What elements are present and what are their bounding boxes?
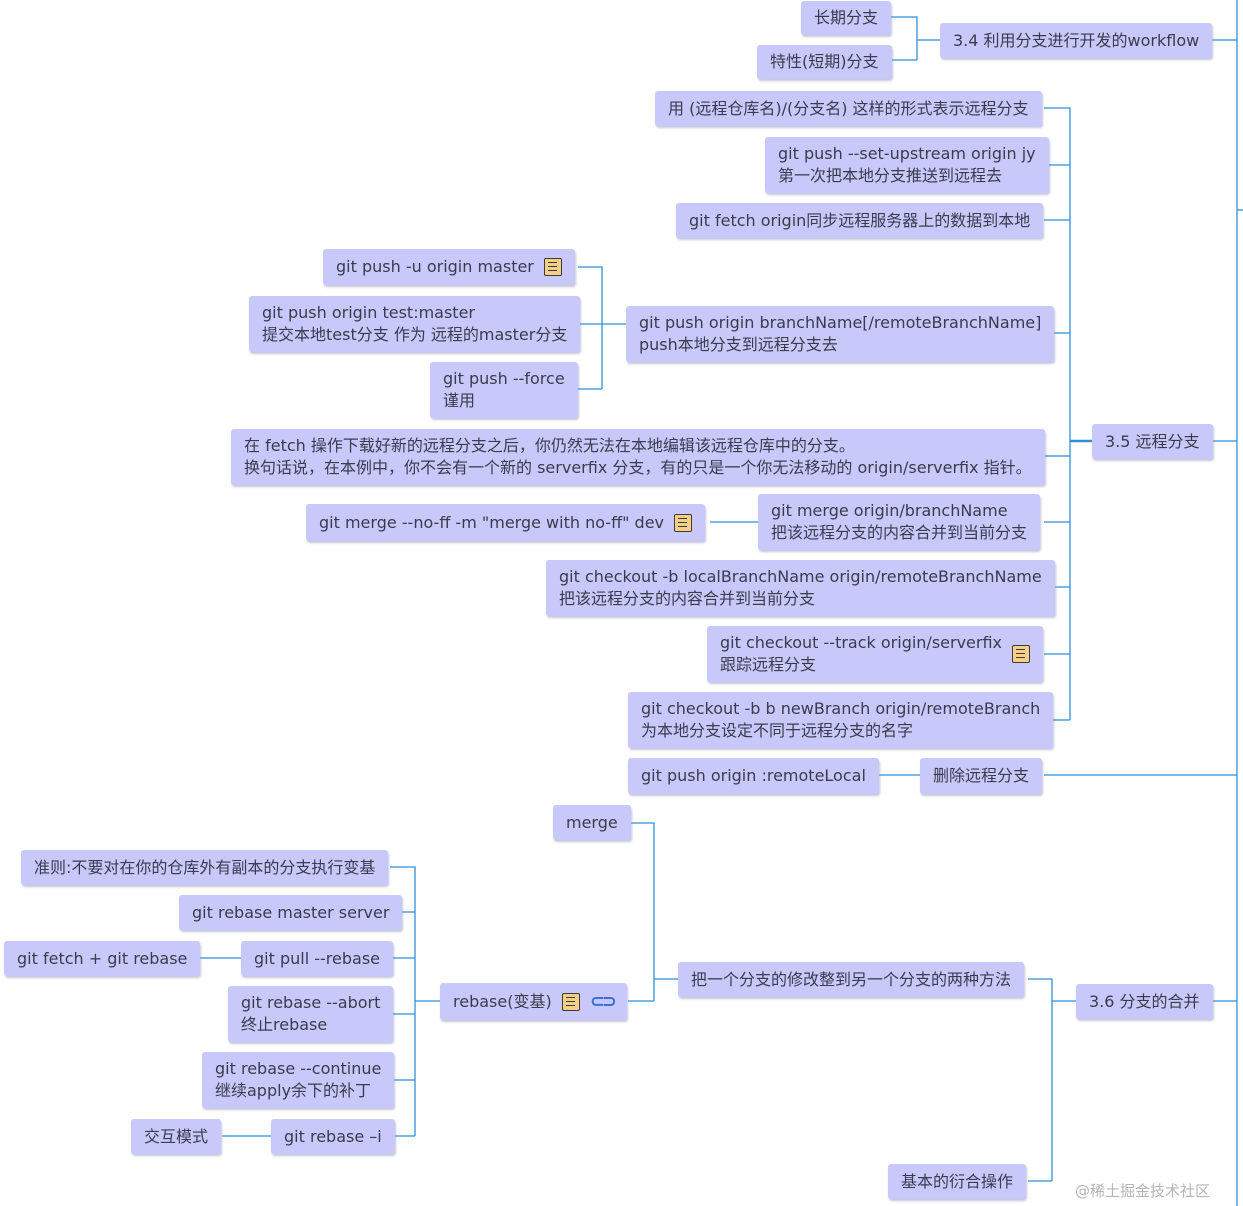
node-label: 把一个分支的修改整到另一个分支的两种方法 [691, 969, 1012, 989]
node-merge[interactable]: merge [553, 805, 631, 840]
node-line-1: git push origin branchName[/remoteBranch… [639, 313, 1042, 332]
node-merge-origin[interactable]: git merge origin/branchName 把该远程分支的内容合并到当… [758, 494, 1041, 550]
node-two-methods[interactable]: 把一个分支的修改整到另一个分支的两种方法 [678, 962, 1025, 997]
node-rebase-continue[interactable]: git rebase --continue 继续apply余下的补丁 [202, 1052, 395, 1108]
node-line-1: git rebase --continue [215, 1059, 382, 1078]
node-label: rebase(变基) [453, 991, 552, 1011]
node-label: 基本的衍合操作 [901, 1171, 1014, 1191]
node-basic-rebase[interactable]: 基本的衍合操作 [888, 1164, 1027, 1199]
node-line-1: git checkout --track origin/serverfix [720, 633, 1003, 652]
node-line-2: 为本地分支设定不同于远程分支的名字 [641, 721, 914, 740]
node-label: git fetch + git rebase [17, 948, 188, 968]
link-icon[interactable]: ⊂⊃ [589, 990, 617, 1012]
node-label: git rebase master server [192, 902, 390, 922]
node-long-term-branch[interactable]: 长期分支 [801, 1, 892, 35]
note-icon[interactable] [674, 513, 693, 532]
node-label: git fetch origin同步远程服务器上的数据到本地 [689, 210, 1031, 230]
node-line-2: 谨用 [443, 391, 476, 410]
node-line-1: git push --force [443, 369, 565, 388]
node-merge-no-ff[interactable]: git merge --no-ff -m "merge with no-ff" … [306, 504, 706, 541]
node-label: 3.6 分支的合并 [1089, 991, 1200, 1011]
node-push-test-master[interactable]: git push origin test:master 提交本地test分支 作为… [249, 296, 581, 352]
node-line-2: 终止rebase [241, 1015, 328, 1034]
node-push-remote-local[interactable]: git push origin :remoteLocal [628, 758, 879, 794]
node-delete-remote[interactable]: 删除远程分支 [920, 758, 1043, 794]
node-push-force[interactable]: git push --force 谨用 [430, 362, 578, 418]
node-label: merge [566, 812, 618, 832]
node-fetch-plus-rebase[interactable]: git fetch + git rebase [4, 941, 201, 976]
node-line-2: 把该远程分支的内容合并到当前分支 [771, 523, 1028, 542]
node-rebase-rule[interactable]: 准则:不要对在你的仓库外有副本的分支执行变基 [21, 850, 389, 885]
node-label: 用 (远程仓库名)/(分支名) 这样的形式表示远程分支 [668, 98, 1029, 118]
node-line-1: git merge origin/branchName [771, 501, 1008, 520]
node-feature-branch[interactable]: 特性(短期)分支 [757, 45, 892, 79]
node-rebase-abort[interactable]: git rebase --abort 终止rebase [228, 986, 394, 1042]
node-line-1: 在 fetch 操作下载好新的远程分支之后，你仍然无法在本地编辑该远程仓库中的分… [244, 436, 855, 455]
node-line-2: 跟踪远程分支 [720, 655, 817, 674]
node-line-1: git push --set-upstream origin jy [778, 144, 1036, 163]
node-label: git push origin :remoteLocal [641, 766, 866, 785]
note-icon[interactable] [1012, 645, 1031, 663]
node-rebase[interactable]: rebase(变基) ⊂⊃ [440, 983, 627, 1020]
node-checkout-track[interactable]: git checkout --track origin/serverfix 跟踪远… [707, 626, 1044, 682]
node-label: git pull --rebase [254, 948, 380, 968]
node-label: 3.4 利用分支进行开发的workflow [953, 30, 1200, 50]
node-label: git merge --no-ff -m "merge with no-ff" … [319, 512, 665, 532]
node-line-2: 换句话说，在本例中，你不会有一个新的 serverfix 分支，有的只是一个你无… [244, 458, 1032, 477]
note-icon[interactable] [543, 258, 562, 276]
watermark: @稀土掘金技术社区 [1075, 1182, 1211, 1200]
note-icon[interactable] [561, 992, 580, 1011]
node-git-fetch[interactable]: git fetch origin同步远程服务器上的数据到本地 [676, 203, 1044, 238]
node-label: 3.5 远程分支 [1105, 431, 1200, 451]
node-push-branchname[interactable]: git push origin branchName[/remoteBranch… [626, 306, 1055, 362]
node-line-2: 提交本地test分支 作为 远程的master分支 [262, 325, 568, 344]
node-fetch-note[interactable]: 在 fetch 操作下载好新的远程分支之后，你仍然无法在本地编辑该远程仓库中的分… [231, 429, 1045, 485]
node-label: 特性(短期)分支 [770, 52, 879, 71]
node-label: git rebase –i [284, 1126, 382, 1146]
node-3-6-merge[interactable]: 3.6 分支的合并 [1076, 984, 1213, 1019]
node-line-2: 把该远程分支的内容合并到当前分支 [559, 589, 816, 608]
node-remote-naming[interactable]: 用 (远程仓库名)/(分支名) 这样的形式表示远程分支 [655, 91, 1042, 126]
node-line-2: 第一次把本地分支推送到远程去 [778, 166, 1003, 185]
node-checkout-b-local[interactable]: git checkout -b localBranchName origin/r… [546, 560, 1055, 616]
node-label: 交互模式 [144, 1126, 209, 1146]
node-label: 删除远程分支 [933, 766, 1030, 785]
node-set-upstream[interactable]: git push --set-upstream origin jy 第一次把本地分… [765, 137, 1049, 193]
node-label: 长期分支 [814, 8, 879, 27]
node-line-1: git checkout -b b newBranch origin/remot… [641, 699, 1041, 718]
node-interactive-mode[interactable]: 交互模式 [131, 1119, 222, 1154]
node-line-2: 继续apply余下的补丁 [215, 1081, 372, 1100]
node-pull-rebase[interactable]: git pull --rebase [241, 941, 393, 976]
node-label: 准则:不要对在你的仓库外有副本的分支执行变基 [34, 857, 376, 877]
node-rebase-i[interactable]: git rebase –i [271, 1119, 395, 1154]
node-3-5-remote-branch[interactable]: 3.5 远程分支 [1092, 424, 1213, 459]
node-line-1: git checkout -b localBranchName origin/r… [559, 567, 1042, 586]
node-label: git push -u origin master [336, 257, 534, 276]
node-line-1: git push origin test:master [262, 303, 475, 322]
node-line-1: git rebase --abort [241, 993, 381, 1012]
node-3-4-workflow[interactable]: 3.4 利用分支进行开发的workflow [940, 23, 1213, 58]
node-rebase-master-server[interactable]: git rebase master server [179, 895, 403, 930]
node-line-2: push本地分支到远程分支去 [639, 335, 838, 354]
node-checkout-new-branch[interactable]: git checkout -b b newBranch origin/remot… [628, 692, 1054, 748]
node-push-u-origin-master[interactable]: git push -u origin master [323, 249, 575, 285]
